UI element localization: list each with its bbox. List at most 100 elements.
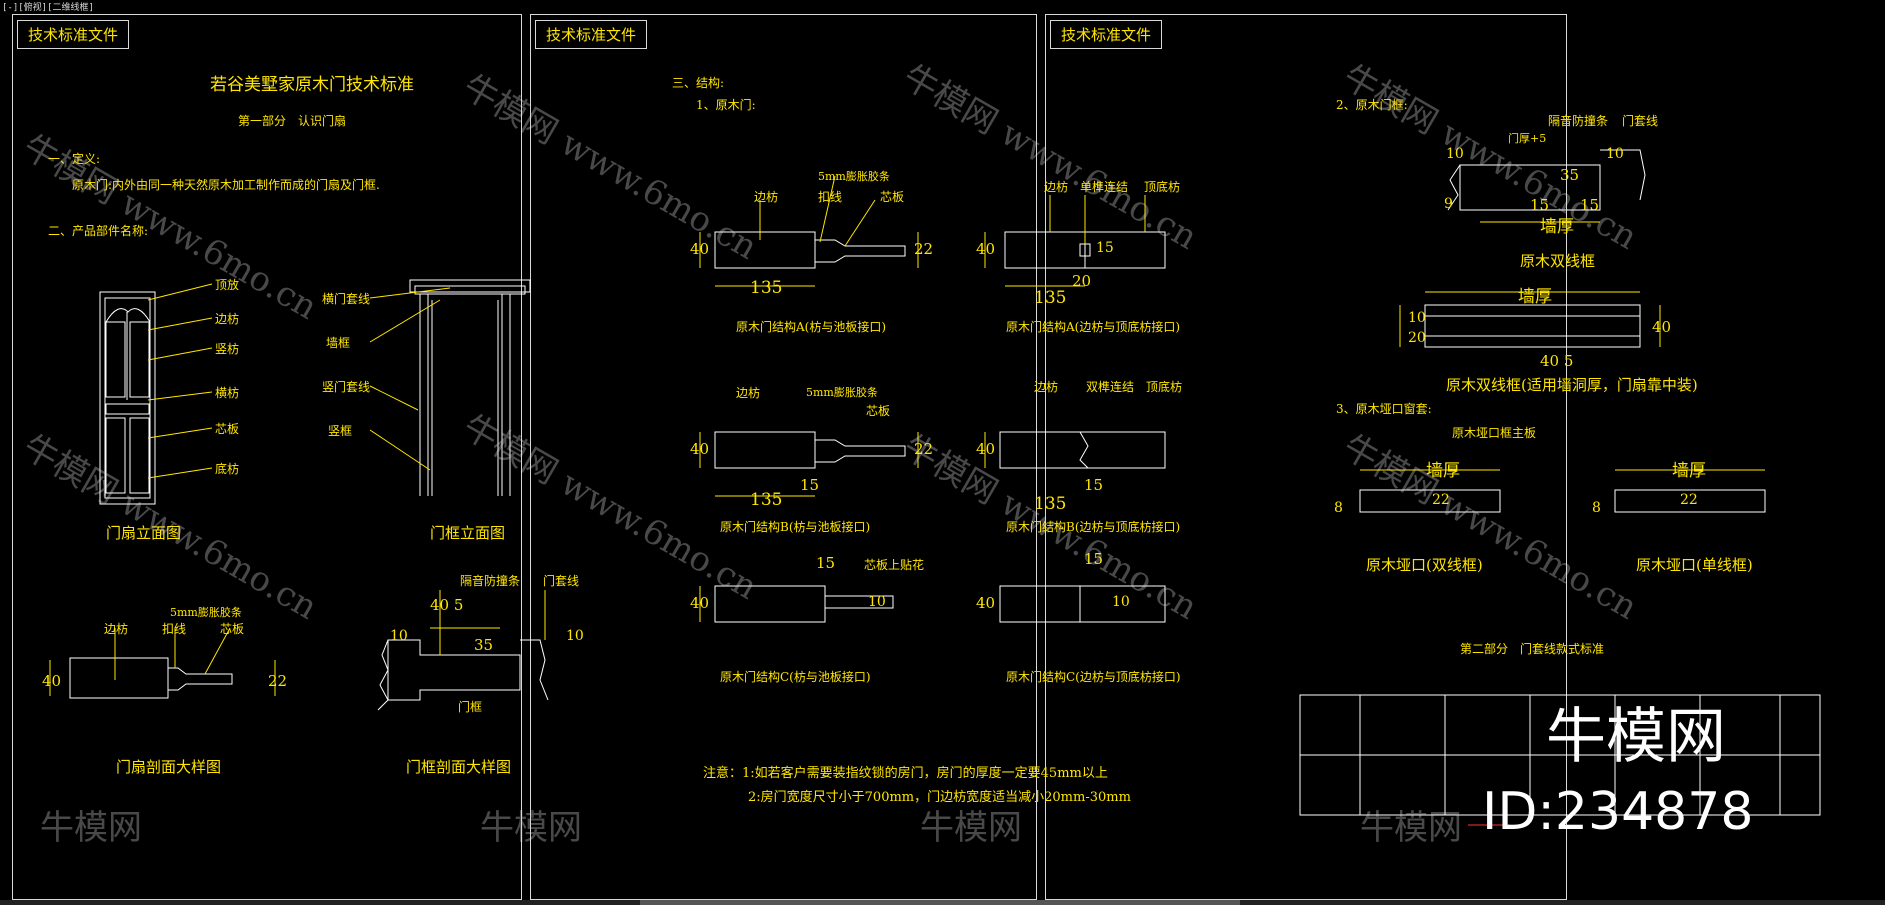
b1-label-seal: 5mm膨胀胶条: [806, 386, 878, 399]
opening-double-22: 22: [1432, 492, 1450, 508]
c1-dim-15: 15: [816, 554, 836, 572]
c2-dim-10: 10: [1112, 594, 1130, 610]
df-dim-wall: 墙厚: [1518, 287, 1552, 307]
c2-dim-15: 15: [1084, 550, 1104, 568]
frame-label-head-trim: 横门套线: [322, 292, 371, 306]
df-dim-40: 40: [1652, 318, 1672, 336]
a1-dim-22: 22: [914, 240, 934, 258]
c1-label-applique: 芯板上贴花: [864, 558, 925, 572]
cap-struct-a2: 原木门结构A(边枋与顶底枋接口): [1006, 320, 1181, 334]
b1-dim-40: 40: [690, 440, 710, 458]
cap-frame-section: 门框剖面大样图: [406, 758, 512, 776]
f-dim-wall: 墙厚: [1540, 217, 1574, 237]
b2-dim-135: 135: [1034, 494, 1067, 514]
frame-label-jamb: 竖框: [328, 424, 353, 438]
b1-dim-22: 22: [914, 440, 934, 458]
b2-label-rail: 顶底枋: [1146, 380, 1183, 394]
sheet1-def-text: 原木门:内外由同一种天然原木加工制作而成的门扇及门框.: [72, 178, 380, 192]
frame-label-side-trim: 竖门套线: [322, 380, 371, 394]
cap-door-section: 门扇剖面大样图: [116, 758, 222, 776]
dim-panel-thickness: 22: [268, 672, 288, 690]
df-dim-10: 10: [1408, 310, 1426, 326]
f-dim-9: 9: [1444, 196, 1453, 212]
dim-frame-top: 40 5: [430, 596, 464, 614]
opening-double-wall: 墙厚: [1426, 461, 1460, 481]
f-dim-10: 10: [1446, 146, 1464, 162]
dim-frame-left: 10: [390, 628, 408, 644]
f-label-trim: 门套线: [1622, 114, 1659, 128]
dim-door-thickness: 40: [42, 672, 62, 690]
df-dim-40-5: 40 5: [1540, 352, 1574, 370]
dim-frame-depth: 35: [474, 636, 494, 654]
c1-dim-10: 10: [868, 594, 886, 610]
f-dim-10b: 10: [1606, 146, 1624, 162]
frame-sec-label-frame: 门框: [458, 700, 483, 714]
sheet-1[interactable]: 技术标准文件: [12, 14, 522, 900]
b2-label-tenon: 双榫连结: [1086, 380, 1135, 394]
a1-label-stile: 边枋: [754, 190, 779, 204]
opening-single-22: 22: [1680, 492, 1698, 508]
cap-struct-b1: 原木门结构B(枋与池板接口): [720, 520, 871, 534]
a2-dim-15: 15: [1096, 240, 1114, 256]
opening-single-wall: 墙厚: [1672, 461, 1706, 481]
f-dim-15b: 15: [1580, 196, 1600, 214]
sheet3-frame-head: 2、原木门框:: [1336, 98, 1408, 112]
frame-sec-label-seal: 隔音防撞条: [460, 574, 521, 588]
door-arch: [105, 308, 151, 323]
a2-dim-135: 135: [1034, 288, 1067, 308]
viewport-label[interactable]: [-][俯视][二维线框]: [2, 3, 94, 13]
dim-frame-right: 10: [566, 628, 584, 644]
cap-double-frame: 原木双线框: [1520, 252, 1596, 270]
door-label-panel: 芯板: [215, 422, 240, 436]
frame-section: [387, 639, 521, 701]
b2-dim-15: 15: [1084, 476, 1104, 494]
sheet1-def-head: 一、定义:: [48, 152, 101, 166]
a2-dim-40: 40: [976, 240, 996, 258]
sec-label-stile: 边枋: [104, 622, 129, 636]
cap-frame-elevation: 门框立面图: [430, 524, 506, 542]
opening-double-8: 8: [1334, 500, 1343, 516]
cap-opening-single: 原木垭口(单线框): [1636, 556, 1753, 574]
a2-label-tenon: 单榫连结: [1080, 180, 1129, 194]
f-dim-35: 35: [1560, 166, 1580, 184]
a1-label-bead: 扣线: [818, 190, 843, 204]
a2-label-stile: 边枋: [1044, 180, 1069, 194]
b2-label-stile: 边枋: [1034, 380, 1059, 394]
a1-dim-135: 135: [750, 278, 783, 298]
sheet-tab: 技术标准文件: [535, 20, 648, 49]
sheet2-struct-head: 三、结构:: [672, 76, 725, 90]
sec-label-panel: 芯板: [220, 622, 245, 636]
sheet1-title: 若谷美墅家原木门技术标准: [210, 75, 414, 95]
door-label-rail: 横枋: [215, 386, 240, 400]
b1-dim-15: 15: [800, 476, 820, 494]
sec-label-seal: 5mm膨胀胶条: [170, 606, 242, 619]
horizontal-scrollbar[interactable]: [0, 900, 1885, 905]
df-dim-20: 20: [1408, 330, 1426, 346]
b1-dim-135: 135: [750, 490, 783, 510]
door-elevation: [99, 291, 156, 505]
frame-sec-label-trim: 门套线: [543, 574, 580, 588]
f-label-seal: 隔音防撞条: [1548, 114, 1609, 128]
b1-label-stile: 边枋: [736, 386, 761, 400]
a2-dim-20: 20: [1072, 272, 1092, 290]
frame-label-wall-frame: 墙框: [326, 336, 351, 350]
sheet3-part2: 第二部分 门套线款式标准: [1460, 642, 1605, 656]
sheet-3[interactable]: 技术标准文件: [1045, 14, 1567, 900]
sheet-2[interactable]: 技术标准文件: [530, 14, 1037, 900]
cap-struct-c1: 原木门结构C(枋与池板接口): [720, 670, 871, 684]
sheet3-opening-head: 3、原木垭口窗套:: [1336, 402, 1432, 416]
a1-dim-40: 40: [690, 240, 710, 258]
b2-dim-40: 40: [976, 440, 996, 458]
note-line-1: 注意：1:如若客户需要装指纹锁的房门，房门的厚度一定要45mm以上: [703, 766, 1108, 781]
b1-label-panel: 芯板: [866, 404, 891, 418]
sheet2-door-head: 1、原木门:: [696, 98, 756, 112]
cap-struct-c2: 原木门结构C(边枋与顶底枋接口): [1006, 670, 1181, 684]
door-label-bottom-rail: 底枋: [215, 462, 240, 476]
c2-dim-40: 40: [976, 594, 996, 612]
cap-double-frame-note: 原木双线框(适用墙洞厚，门扇靠中装): [1446, 376, 1698, 394]
sheet1-parts-head: 二、产品部件名称:: [48, 224, 149, 238]
scrollbar-thumb[interactable]: [640, 900, 1240, 905]
cap-struct-b2: 原木门结构B(边枋与顶底枋接口): [1006, 520, 1181, 534]
f-label-door-thk: 门厚+5: [1508, 132, 1547, 145]
